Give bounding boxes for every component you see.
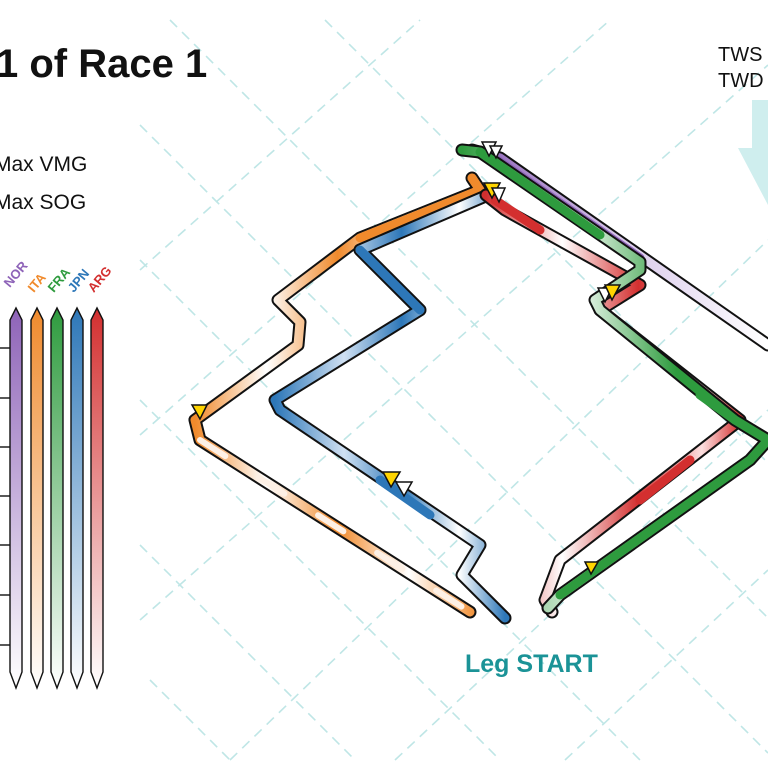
leg-start-label: Leg START xyxy=(465,650,598,678)
scale-bar-fra xyxy=(50,306,64,690)
speed-color-scale xyxy=(0,306,104,690)
boat-markers xyxy=(190,141,622,576)
legend-max-vmg: Max VMG xyxy=(0,153,88,176)
scale-bar-arg xyxy=(90,306,104,690)
marker-icon xyxy=(394,481,414,498)
marker-icon xyxy=(583,561,600,576)
wind-arrow-icon xyxy=(738,100,768,205)
marker-icon xyxy=(603,284,622,302)
track-jpn xyxy=(268,188,512,625)
scale-bar-ita xyxy=(30,306,44,690)
scale-bar-nor xyxy=(9,306,23,690)
marker-icon xyxy=(381,471,402,489)
twd-label: TWD xyxy=(718,70,764,92)
marker-icon xyxy=(190,404,209,421)
track-ita xyxy=(188,171,487,619)
scale-bar-jpn xyxy=(70,306,84,690)
marker-icon xyxy=(490,187,507,204)
tws-label: TWS xyxy=(718,44,763,66)
marker-icon xyxy=(488,145,504,160)
page-title: 1 of Race 1 xyxy=(0,42,208,86)
legend-max-sog: Max SOG xyxy=(0,191,87,214)
